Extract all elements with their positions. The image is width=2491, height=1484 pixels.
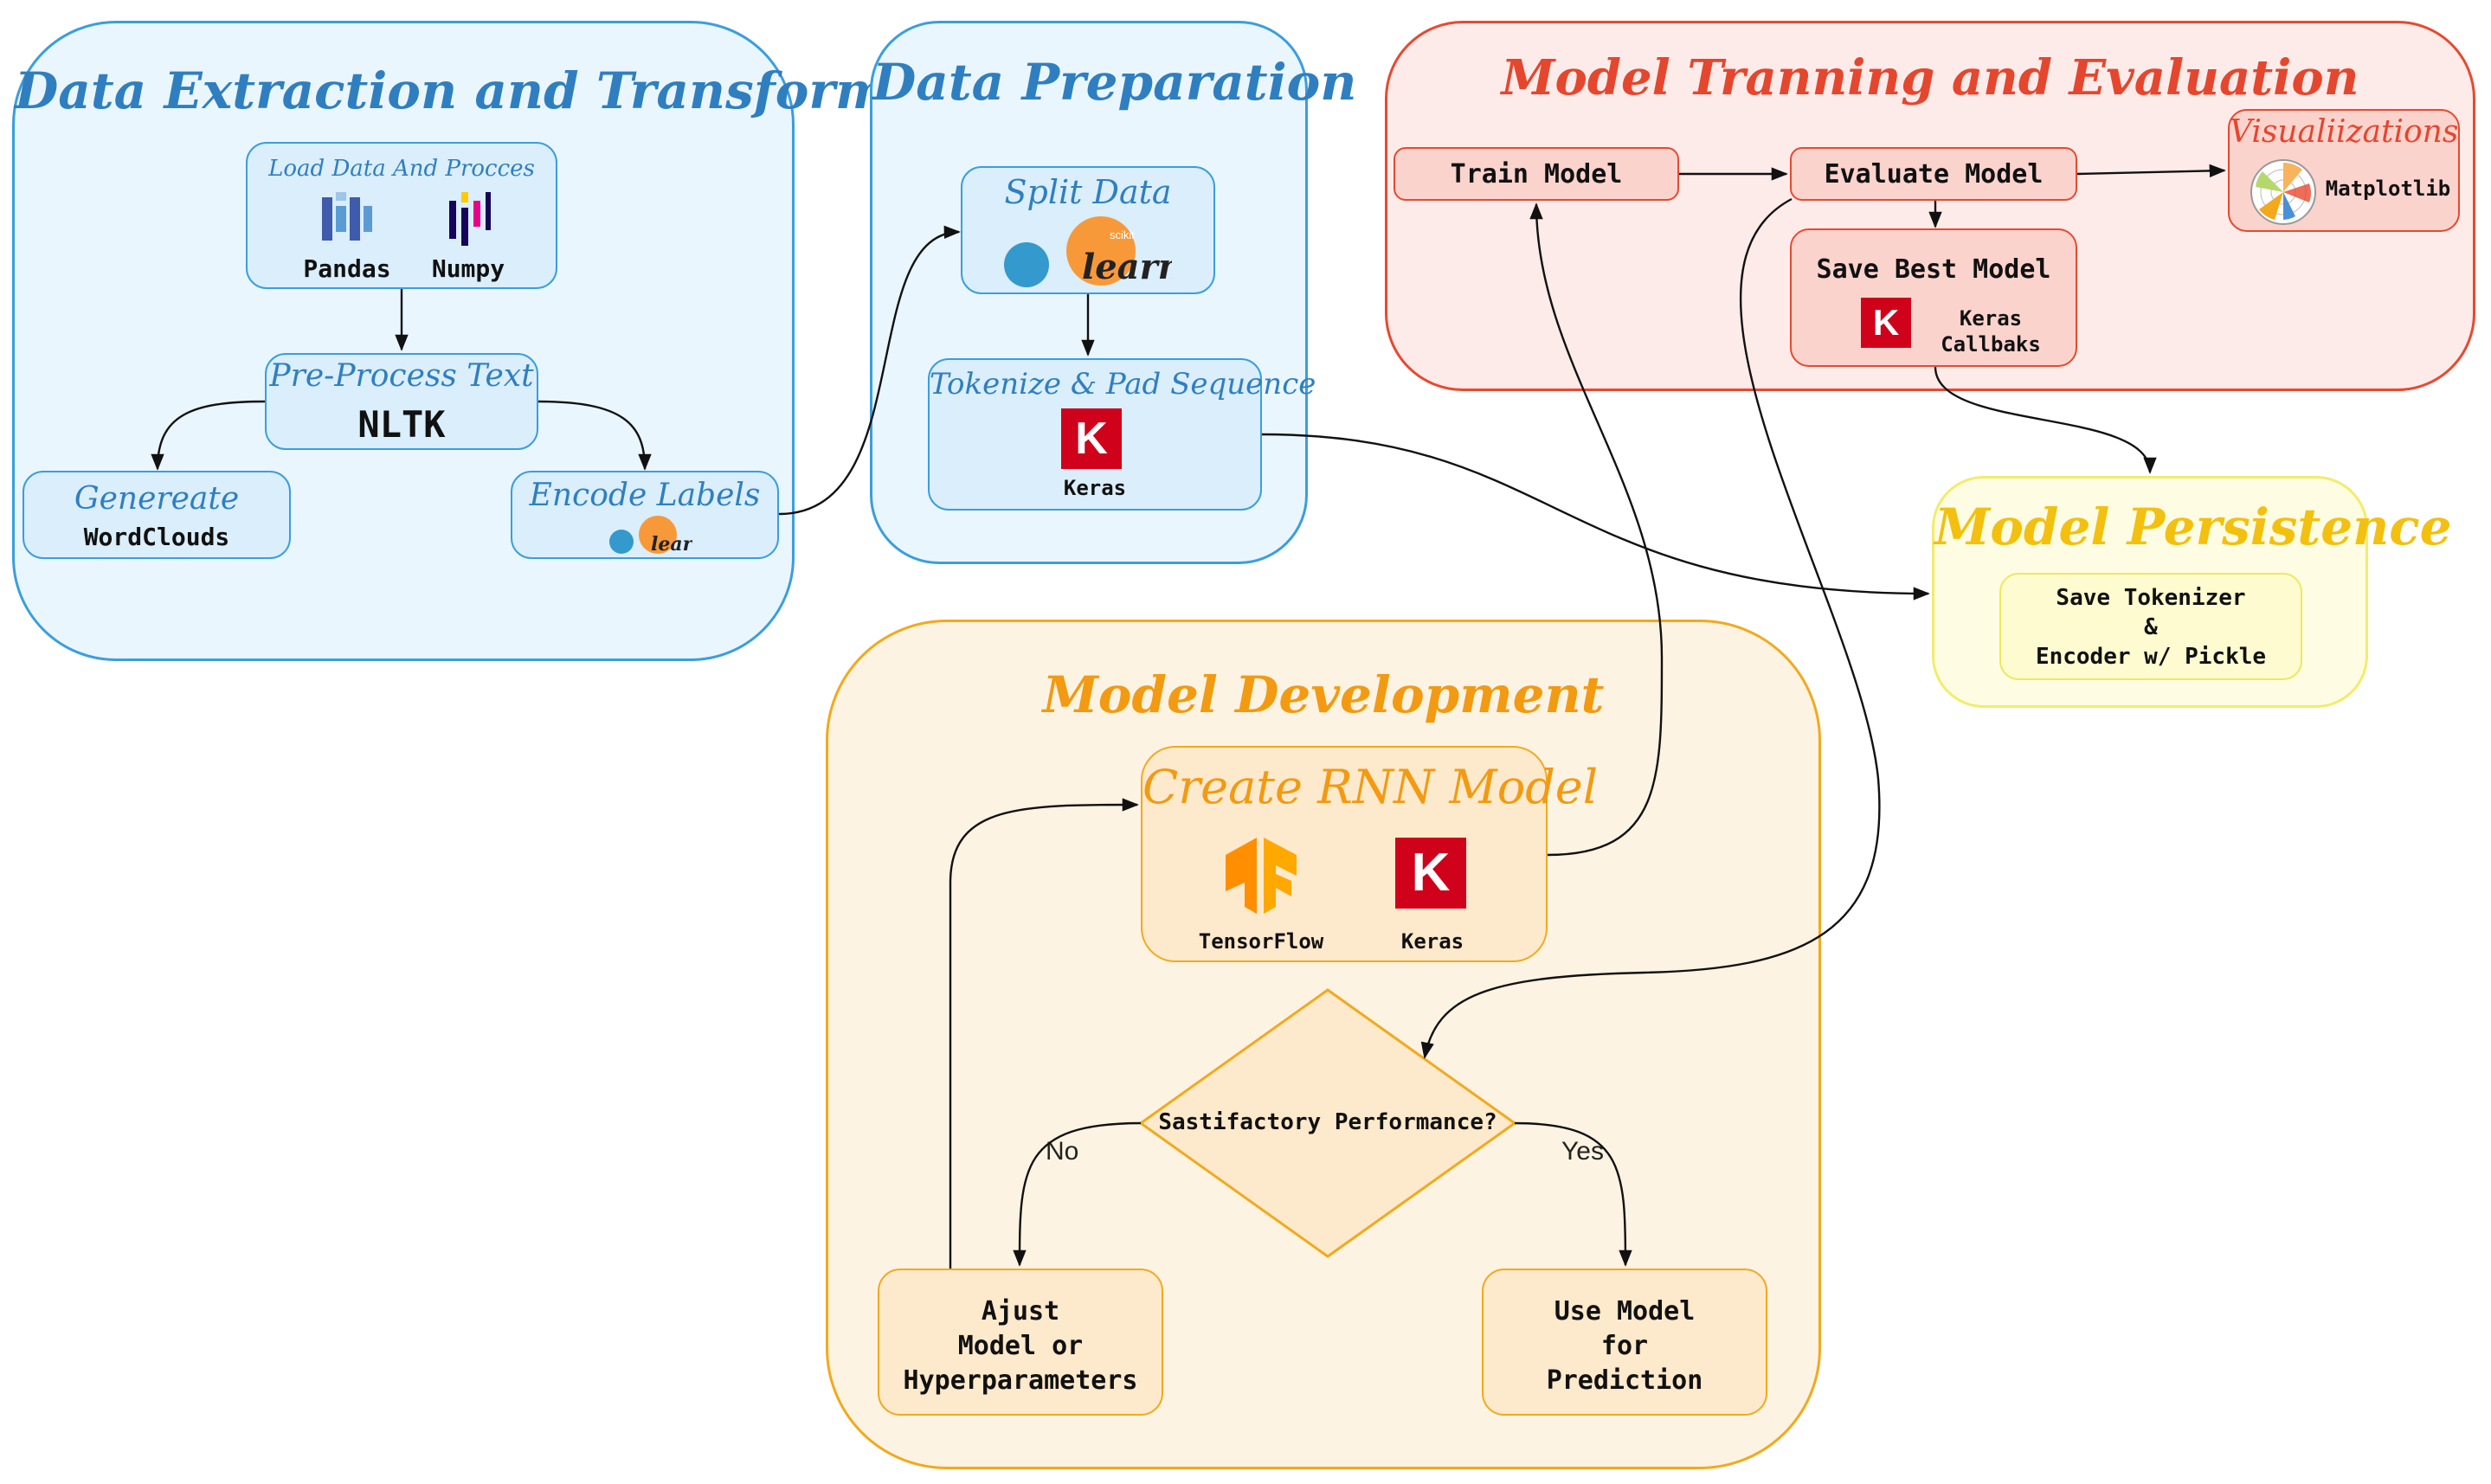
node-train-model[interactable]: Train Model bbox=[1394, 147, 1679, 201]
node-encode-labels[interactable]: Encode Labels learn bbox=[511, 471, 779, 559]
group-title-data-extraction: Data Extraction and Transform bbox=[15, 61, 889, 120]
node-visualizations-title: Visualiizations bbox=[2230, 114, 2459, 150]
svg-text:learn: learn bbox=[1082, 247, 1172, 287]
decision-label: Sastifactory Performance? bbox=[1158, 1109, 1497, 1135]
node-adjust-line1: Ajust bbox=[981, 1296, 1060, 1327]
node-split-data[interactable]: Split Data scikit learn bbox=[961, 166, 1215, 294]
edge-label-yes: Yes bbox=[1561, 1137, 1604, 1166]
node-adjust-line2: Model or bbox=[957, 1331, 1084, 1361]
sklearn-icon: learn bbox=[609, 516, 692, 556]
node-create-rnn-model[interactable]: Create RNN Model K TensorFlow Keras bbox=[1141, 746, 1599, 962]
numpy-icon bbox=[449, 192, 491, 246]
node-save-best-lib-line2: Callbaks bbox=[1941, 332, 2041, 357]
svg-text:learn: learn bbox=[651, 533, 692, 556]
node-preprocess-text[interactable]: Pre-Process Text NLTK bbox=[265, 353, 538, 450]
matplotlib-icon bbox=[2250, 159, 2316, 225]
node-load-data[interactable]: Load Data And Procces Pandas Numpy bbox=[246, 142, 557, 289]
tensorflow-icon bbox=[1226, 838, 1297, 914]
pandas-icon bbox=[322, 192, 372, 241]
node-tokenize-lib: Keras bbox=[1063, 476, 1127, 500]
node-persist-line3: Encoder w/ Pickle bbox=[2035, 644, 2267, 670]
node-save-best-lib-line1: Keras bbox=[1959, 306, 2023, 331]
node-preprocess-title: Pre-Process Text bbox=[269, 358, 534, 394]
node-visualizations-lib: Matplotlib bbox=[2325, 177, 2451, 201]
node-generate-wordclouds[interactable]: Genereate WordClouds bbox=[23, 471, 291, 559]
group-title-data-preparation: Data Preparation bbox=[872, 53, 1357, 112]
edge-label-no: No bbox=[1046, 1137, 1079, 1166]
node-preprocess-lib: NLTK bbox=[357, 403, 446, 446]
node-rnn-lib-keras: Keras bbox=[1400, 929, 1464, 954]
node-rnn-lib-tensorflow: TensorFlow bbox=[1198, 929, 1324, 954]
node-encode-title: Encode Labels bbox=[529, 478, 761, 513]
sklearn-icon: scikit learn bbox=[1004, 216, 1172, 287]
node-visualizations[interactable]: Visualiizations Matplotlib bbox=[2228, 109, 2460, 232]
node-save-best-model[interactable]: Save Best Model K Keras Callbaks bbox=[1790, 228, 2077, 367]
node-adjust-line3: Hyperparameters bbox=[903, 1365, 1138, 1396]
svg-text:scikit: scikit bbox=[1110, 228, 1135, 241]
group-title-model-development: Model Development bbox=[1042, 665, 1605, 724]
node-tokenize-title: Tokenize & Pad Sequence bbox=[930, 367, 1316, 402]
node-train-model-label: Train Model bbox=[1450, 159, 1623, 190]
node-adjust-model[interactable]: Ajust Model or Hyperparameters bbox=[878, 1269, 1163, 1416]
node-load-data-lib-pandas: Pandas bbox=[303, 254, 391, 283]
group-title-model-training: Model Tranning and Evaluation bbox=[1501, 49, 2359, 106]
node-persist-line1: Save Tokenizer bbox=[2056, 585, 2246, 611]
node-use-model[interactable]: Use Model for Prediction bbox=[1482, 1269, 1767, 1416]
edge-tokenize-to-persistence bbox=[1261, 433, 1930, 601]
node-use-line2: for bbox=[1600, 1331, 1649, 1361]
node-evaluate-model-label: Evaluate Model bbox=[1824, 159, 2044, 190]
keras-icon: K bbox=[1061, 408, 1122, 469]
group-title-model-persistence: Model Persistence bbox=[1934, 498, 2452, 556]
keras-icon: K bbox=[1395, 838, 1466, 909]
node-wordclouds-title: Genereate bbox=[74, 481, 240, 517]
node-wordclouds-lib: WordClouds bbox=[83, 523, 230, 551]
node-rnn-title: Create RNN Model bbox=[1143, 760, 1599, 814]
node-persist-line2: & bbox=[2144, 614, 2158, 640]
node-split-title: Split Data bbox=[1004, 173, 1172, 211]
node-evaluate-model[interactable]: Evaluate Model bbox=[1790, 147, 2077, 201]
keras-icon: K bbox=[1861, 298, 1911, 348]
node-load-data-title: Load Data And Procces bbox=[268, 156, 535, 182]
group-data-extraction: Data Extraction and Transform bbox=[12, 21, 889, 661]
node-save-best-label: Save Best Model bbox=[1816, 254, 2051, 285]
node-use-line1: Use Model bbox=[1554, 1296, 1696, 1327]
node-load-data-lib-numpy: Numpy bbox=[431, 254, 505, 283]
node-save-tokenizer-encoder[interactable]: Save Tokenizer & Encoder w/ Pickle bbox=[1999, 573, 2302, 680]
node-use-line3: Prediction bbox=[1546, 1365, 1703, 1396]
node-tokenize-pad[interactable]: Tokenize & Pad Sequence K Keras bbox=[928, 358, 1316, 511]
